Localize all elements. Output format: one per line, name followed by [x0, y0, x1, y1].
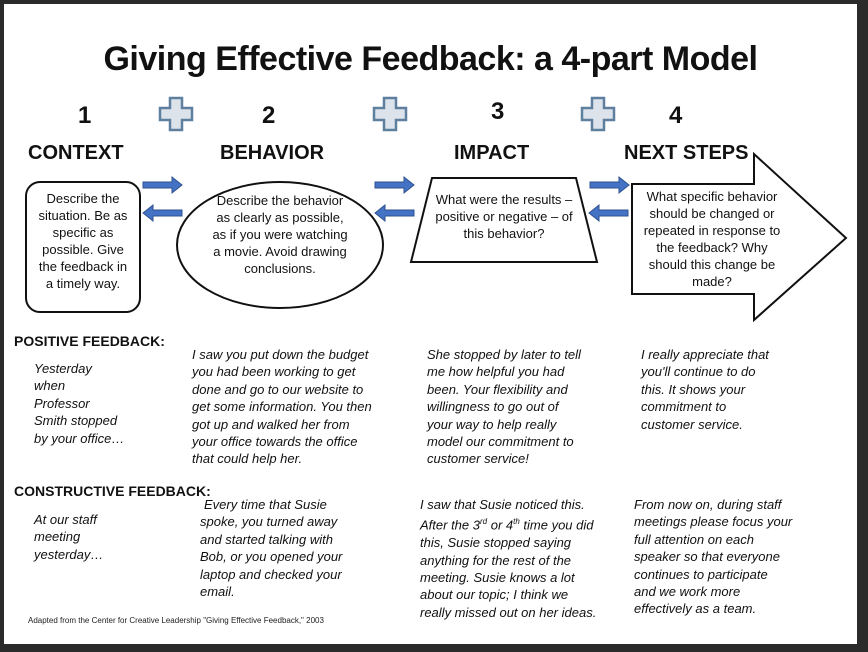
positive-next-steps-example: I really appreciate that you'll continue… — [641, 347, 769, 432]
heading-behavior: BEHAVIOR — [220, 142, 325, 164]
context-box — [25, 181, 141, 313]
next-steps-text: What specific behavior should be changed… — [643, 189, 781, 289]
behavior-text: Describe the behavior as clearly as poss… — [212, 193, 348, 276]
positive-impact-example: She stopped by later to tell me how help… — [427, 347, 581, 467]
step-1-number: 1 — [78, 102, 92, 129]
constructive-feedback-label: CONSTRUCTIVE FEEDBACK: — [14, 483, 211, 499]
page-title: Giving Effective Feedback: a 4-part Mode… — [103, 40, 758, 78]
arrow-right-icon — [589, 175, 630, 195]
heading-next-steps: NEXT STEPS — [624, 142, 749, 164]
heading-impact: IMPACT — [454, 142, 530, 164]
arrow-left-icon — [142, 203, 183, 223]
heading-context: CONTEXT — [28, 142, 124, 164]
diagram-shapes — [25, 151, 848, 323]
constructive-next-steps-example: From now on, during staff meetings pleas… — [634, 497, 793, 617]
positive-behavior-example: I saw you put down the budget you had be… — [192, 347, 372, 467]
plus-icon — [372, 96, 408, 132]
behavior-ellipse — [176, 181, 384, 309]
positive-context-example: Yesterday when Professor Smith stopped b… — [34, 361, 125, 446]
constructive-context-example: At our staff meeting yesterday… — [34, 512, 104, 562]
constructive-impact-example: I saw that Susie noticed this. After the… — [420, 497, 597, 620]
slide: Giving Effective Feedback: a 4-part Mode… — [4, 4, 857, 644]
plus-icon — [580, 96, 616, 132]
arrow-right-icon — [142, 175, 183, 195]
context-text: Describe the situation. Be as specific a… — [38, 191, 128, 291]
impact-text: What were the results – positive or nega… — [435, 192, 573, 241]
arrow-right-icon — [374, 175, 415, 195]
constructive-behavior-example: Every time that Susie spoke, you turned … — [200, 497, 343, 600]
impact-trapezoid — [409, 177, 599, 263]
positive-feedback-label: POSITIVE FEEDBACK: — [14, 333, 165, 349]
step-3-number: 3 — [491, 98, 505, 125]
arrow-left-icon — [588, 203, 629, 223]
step-2-number: 2 — [262, 102, 276, 129]
arrow-left-icon — [374, 203, 415, 223]
source-footnote: Adapted from the Center for Creative Lea… — [28, 616, 324, 625]
plus-icon — [158, 96, 194, 132]
step-4-number: 4 — [669, 102, 683, 129]
next-steps-arrow — [631, 151, 848, 323]
